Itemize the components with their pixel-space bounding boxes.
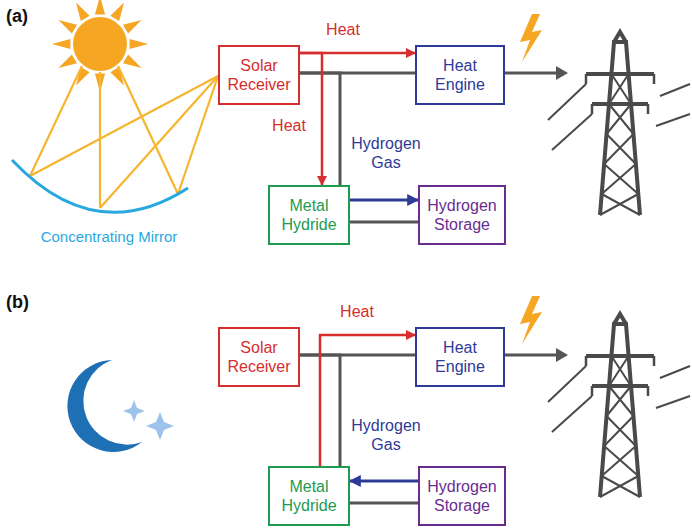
transmission-tower	[548, 32, 690, 215]
box-label: Solar Receiver	[224, 56, 294, 94]
box-label: Heat Engine	[421, 56, 499, 94]
mirror-arc	[12, 160, 188, 212]
stars	[123, 400, 174, 440]
transmission-tower	[548, 314, 690, 497]
edge-label: Heat	[318, 20, 368, 39]
box-label: Metal Hydride	[274, 477, 344, 515]
panel-letter: (a)	[6, 6, 42, 28]
box-label: Metal Hydride	[274, 196, 344, 234]
pipe-line	[300, 73, 340, 185]
heat-arrow	[320, 335, 415, 466]
box-label: Hydrogen Storage	[424, 477, 500, 515]
box-label: Hydrogen Storage	[424, 196, 500, 234]
engine-box: Heat Engine	[415, 327, 505, 387]
edge-label: Heat	[266, 116, 312, 135]
moon-icon	[67, 360, 142, 452]
storage-box: Hydrogen Storage	[418, 185, 506, 245]
hydrogen-arrow	[350, 199, 418, 202]
edge-label: Hydrogen Gas	[348, 134, 424, 172]
receiver-box: Solar Receiver	[218, 45, 300, 105]
light-rays	[30, 66, 218, 208]
hydrogen-arrow	[350, 480, 418, 483]
pipe-line	[350, 502, 418, 505]
mirror-label: Concentrating Mirror	[14, 228, 204, 246]
hydride-box: Metal Hydride	[268, 466, 350, 526]
lightning-bolt	[520, 14, 542, 344]
storage-box: Hydrogen Storage	[418, 466, 506, 526]
receiver-box: Solar Receiver	[218, 327, 300, 387]
pipe-line	[350, 221, 418, 224]
box-label: Heat Engine	[421, 338, 499, 376]
engine-box: Heat Engine	[415, 45, 505, 105]
panel-letter: (b)	[6, 292, 42, 314]
edge-label: Heat	[332, 302, 382, 321]
edge-label: Hydrogen Gas	[348, 416, 424, 454]
box-label: Solar Receiver	[224, 338, 294, 376]
hydride-box: Metal Hydride	[268, 185, 350, 245]
